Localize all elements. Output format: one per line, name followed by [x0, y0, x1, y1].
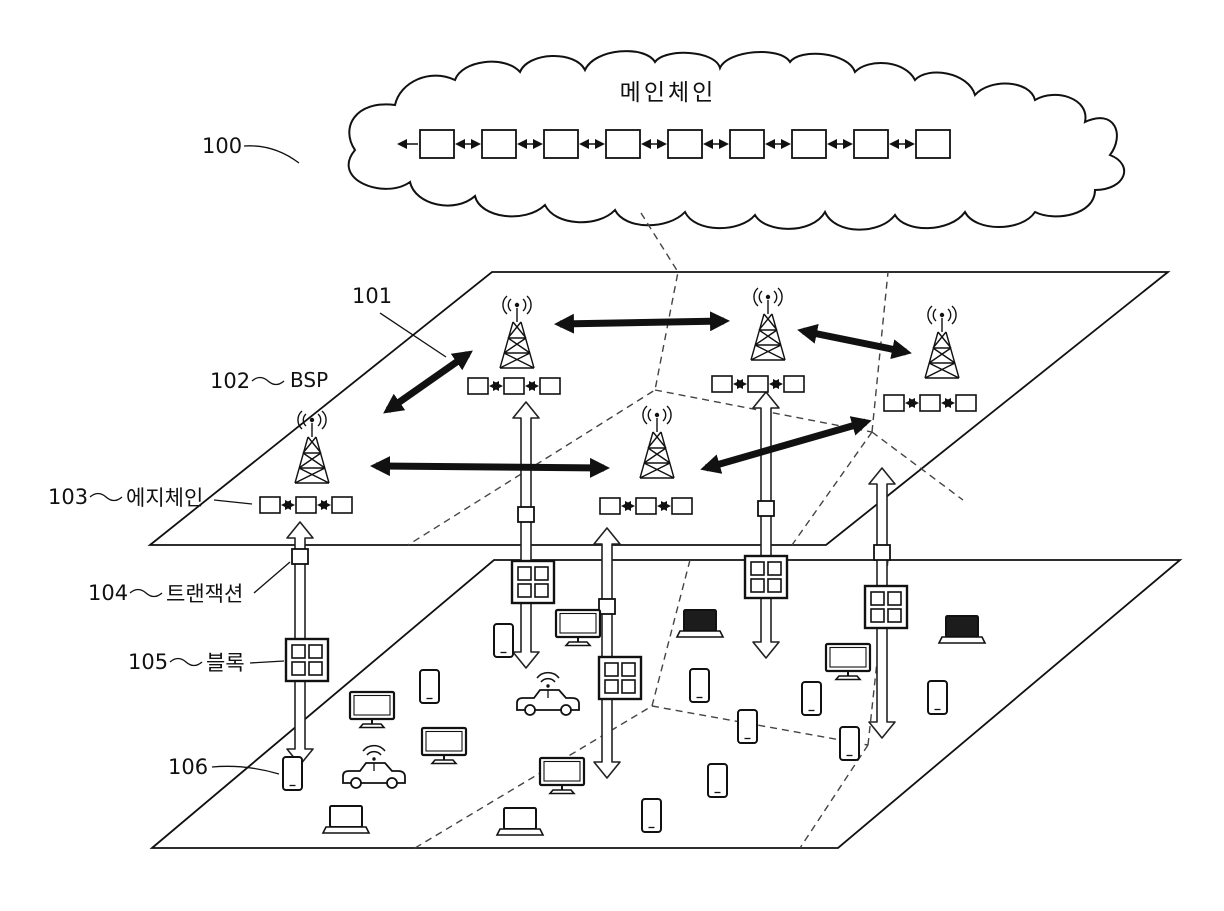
- edge-blockchain-icon: [884, 395, 976, 411]
- leader-squiggle-103: [89, 492, 123, 502]
- leader-line-106: [211, 765, 280, 775]
- main-chain-blocks: [397, 129, 951, 159]
- block-icon: [863, 584, 909, 630]
- chain-block: [791, 129, 827, 159]
- chain-block: [729, 129, 765, 159]
- transaction-icon: [291, 548, 309, 565]
- leader-line-100: [243, 145, 300, 164]
- label-edge-chain: 에지체인: [126, 486, 203, 510]
- layer-sync-arrow: [512, 401, 540, 669]
- phone-icon: [493, 623, 514, 658]
- leader-lines: [89, 145, 447, 775]
- chain-block: [605, 129, 641, 159]
- phone-icon: [641, 798, 662, 833]
- block-icon: [510, 559, 556, 605]
- label-transaction: 트랜잭션: [166, 582, 243, 606]
- leader-squiggle-102: [251, 376, 285, 386]
- label-100: 100: [202, 134, 242, 158]
- inter-bsp-link-arrow: [700, 416, 872, 474]
- layer-sync-arrow: [752, 391, 780, 659]
- edge-blockchain-icon: [468, 378, 560, 394]
- transaction-icon: [873, 544, 891, 561]
- device-layer-cell-boundaries: [414, 559, 889, 849]
- laptop-icon: [676, 609, 724, 638]
- leader-line-104: [253, 561, 291, 594]
- inter-bsp-link-arrow: [797, 323, 912, 360]
- laptop-icon: [496, 807, 544, 836]
- inter-bsp-link-arrow: [370, 456, 610, 478]
- laptop-icon: [938, 615, 986, 644]
- edge-blockchain-icon: [260, 497, 352, 513]
- leader-line-103: [213, 499, 253, 505]
- inter-bsp-link-arrow: [554, 311, 730, 334]
- leader-line-101: [379, 312, 447, 358]
- label-102: 102: [210, 369, 250, 393]
- phone-icon: [927, 680, 948, 715]
- edge-blockchain-icon: [712, 376, 804, 392]
- layer-sync-arrow: [593, 527, 621, 779]
- block-icon: [284, 637, 330, 683]
- device-layer-plane: [149, 559, 1183, 849]
- label-block: 블록: [206, 651, 245, 675]
- label-101: 101: [352, 284, 392, 308]
- block-icon: [597, 655, 643, 701]
- leader-squiggle-104: [129, 588, 163, 598]
- label-104: 104: [88, 581, 128, 605]
- phone-icon: [737, 709, 758, 744]
- phone-icon: [282, 756, 303, 791]
- transaction-icon: [598, 598, 616, 615]
- transaction-icon: [757, 500, 775, 517]
- chain-block: [543, 129, 579, 159]
- inter-bsp-link-arrow: [383, 350, 473, 414]
- label-103: 103: [48, 485, 88, 509]
- label-bsp: BSP: [290, 368, 328, 392]
- phone-icon: [707, 763, 728, 798]
- chain-block: [853, 129, 889, 159]
- phone-icon: [839, 726, 860, 761]
- phone-icon: [801, 681, 822, 716]
- inter-bsp-link-arrows: [370, 311, 912, 478]
- label-106: 106: [168, 755, 208, 779]
- chain-block: [667, 129, 703, 159]
- phone-icon: [689, 668, 710, 703]
- leader-squiggle-105: [169, 657, 203, 667]
- label-105: 105: [128, 650, 168, 674]
- main-chain-label: 메인체인: [620, 80, 717, 106]
- block-icon: [743, 554, 789, 600]
- chain-block: [481, 129, 517, 159]
- edge-blockchain-icon: [600, 498, 692, 514]
- chain-block: [419, 129, 455, 159]
- leader-line-105: [249, 660, 285, 664]
- phone-icon: [419, 669, 440, 704]
- chain-block: [915, 129, 951, 159]
- laptop-icon: [322, 805, 370, 834]
- transaction-icons: [291, 500, 891, 615]
- transaction-icon: [517, 506, 535, 523]
